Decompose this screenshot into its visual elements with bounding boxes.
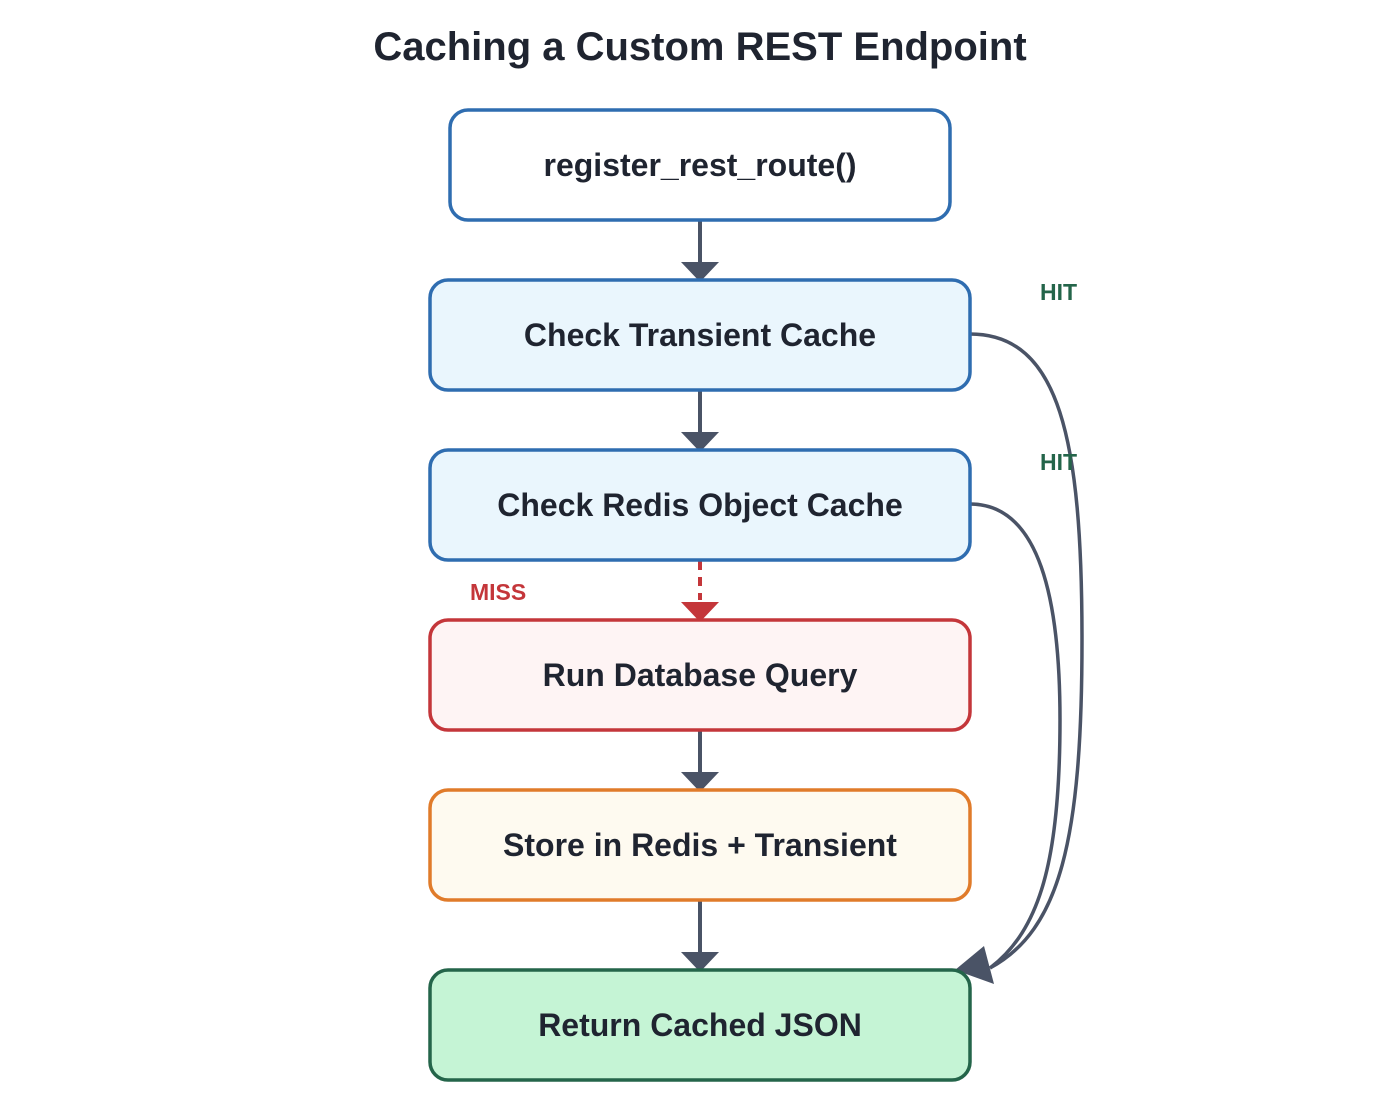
node-label: register_rest_route()	[544, 147, 857, 183]
node-box	[448, 108, 952, 222]
node-label: Store in Redis + Transient	[503, 827, 897, 863]
node-label: Check Redis Object Cache	[497, 487, 902, 523]
edge-transient-to-redis	[681, 390, 719, 452]
edge-db-to-store	[681, 730, 719, 792]
edge-redis-to-db-miss	[681, 561, 719, 622]
arrowhead	[681, 772, 719, 792]
node-return-cached-json: Return Cached JSON	[428, 968, 972, 1082]
node-box	[428, 278, 972, 392]
node-run-database-query: Run Database Query	[428, 618, 972, 732]
arrowhead	[681, 952, 719, 972]
node-box	[428, 448, 972, 562]
edge-register-to-transient	[681, 220, 719, 282]
node-store-in-redis-transient: Store in Redis + Transient	[428, 788, 972, 902]
node-label: Run Database Query	[543, 657, 858, 693]
edge-transient-to-return-hit	[969, 332, 1084, 970]
hit-arrowhead	[955, 946, 994, 984]
diagram-title: Caching a Custom REST Endpoint	[373, 25, 1026, 69]
node-check-transient-cache: Check Transient Cache	[428, 278, 972, 392]
node-box	[428, 788, 972, 902]
node-register-rest-route: register_rest_route()	[448, 108, 952, 222]
node-box	[428, 968, 972, 1082]
arrowhead	[681, 262, 719, 282]
edge-label-miss: MISS	[470, 579, 526, 605]
edge-label-hit-transient: HIT	[1040, 279, 1077, 305]
edge-label-hit-redis: HIT	[1040, 449, 1077, 475]
node-box	[428, 618, 972, 732]
arrowhead	[681, 432, 719, 452]
node-check-redis-object-cache: Check Redis Object Cache	[428, 448, 972, 562]
arrowhead	[681, 602, 719, 622]
node-label: Return Cached JSON	[538, 1007, 862, 1043]
edge-redis-to-return-hit	[969, 502, 1062, 970]
edge-store-to-return	[681, 900, 719, 972]
node-label: Check Transient Cache	[524, 317, 876, 353]
